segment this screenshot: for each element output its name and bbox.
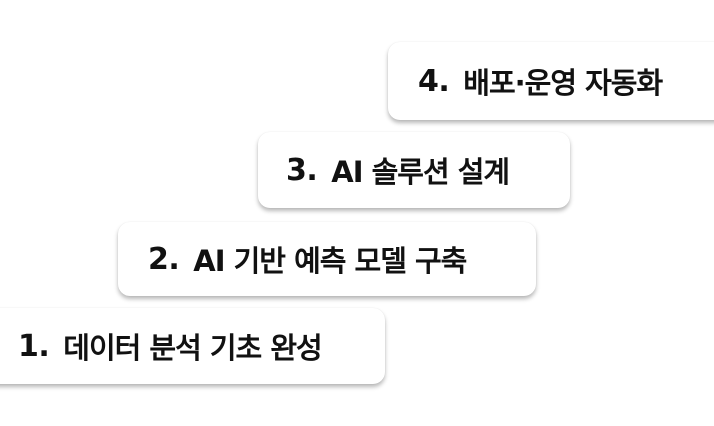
step-card-2: 2. AI 기반 예측 모델 구축: [118, 222, 536, 296]
step-number: 2.: [148, 241, 180, 277]
step-card-4: 4. 배포·운영 자동화: [388, 42, 714, 120]
step-card-3: 3. AI 솔루션 설계: [258, 132, 570, 208]
step-number: 3.: [286, 152, 318, 188]
step-label: AI 기반 예측 모델 구축: [193, 244, 467, 278]
step-label: AI 솔루션 설계: [331, 155, 510, 189]
step-label: 데이터 분석 기초 완성: [63, 331, 322, 365]
step-card-1: 1. 데이터 분석 기초 완성: [0, 308, 385, 384]
step-number: 4.: [418, 63, 450, 99]
step-label: 배포·운영 자동화: [463, 66, 663, 100]
step-number: 1.: [18, 328, 50, 364]
